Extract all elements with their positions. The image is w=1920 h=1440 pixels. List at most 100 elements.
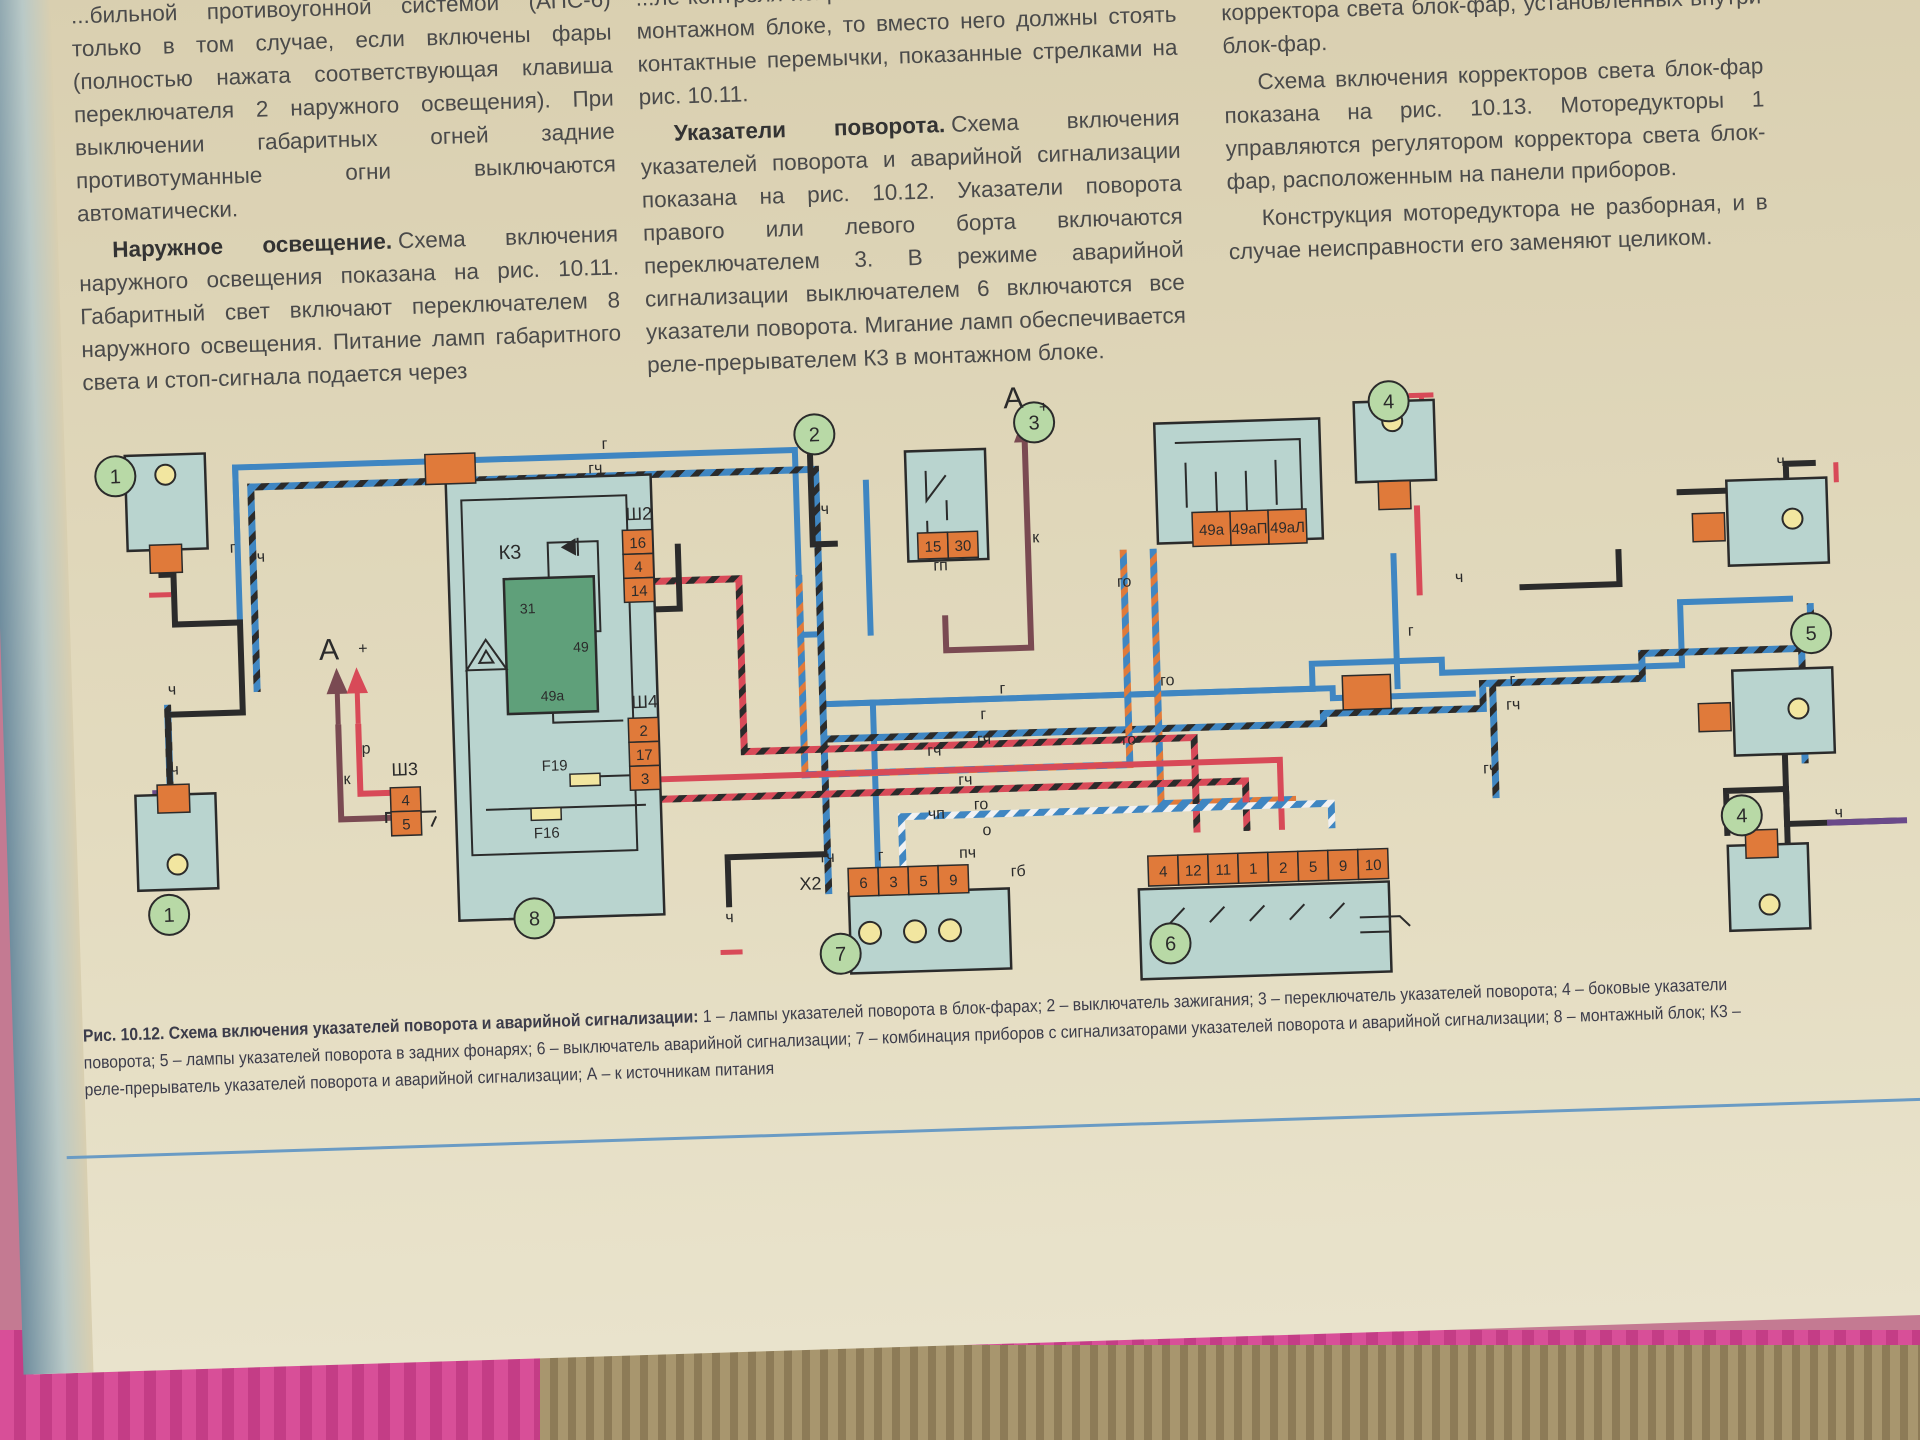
x2-pin-label: 6 — [859, 875, 868, 892]
wire-label: го — [1117, 573, 1132, 590]
bulb-icon — [154, 463, 177, 486]
arrow-up-icon — [346, 667, 369, 694]
wire-label: гч — [820, 849, 835, 866]
ignition-pin — [946, 530, 980, 559]
wire-label: ч — [1455, 569, 1464, 586]
callout-circle — [1720, 794, 1763, 837]
wire-ch — [158, 571, 246, 795]
callout-number: 3 — [1028, 412, 1040, 434]
wire-g — [819, 685, 1476, 708]
wire-violet — [1826, 817, 1908, 826]
callout-circle — [793, 413, 836, 456]
rug-background — [540, 1345, 1920, 1440]
sh2-pin-label: 16 — [629, 535, 646, 553]
callout-number: 2 — [808, 424, 820, 446]
wire-group-brown — [335, 437, 1035, 823]
wire-ch — [806, 444, 838, 548]
x2-pin-label: 3 — [889, 874, 898, 891]
hazard-switch-pin-label: 1 — [1249, 861, 1258, 878]
sh4-pin-label: 2 — [639, 723, 648, 740]
power-label: А — [318, 633, 339, 667]
wire-label: гч — [977, 731, 992, 748]
callout-circle — [148, 893, 191, 936]
bulb-icon — [166, 853, 189, 876]
callout-number: 4 — [1383, 391, 1395, 413]
wire-label: к — [343, 771, 352, 788]
wire-label: г — [601, 436, 608, 453]
relay-name: К3 — [498, 542, 521, 565]
plug-connector — [1377, 479, 1412, 511]
ignition-pin-label: 15 — [924, 538, 941, 556]
turn-switch-pin-label: 49аП — [1231, 520, 1267, 538]
wire-label: гч — [1506, 696, 1521, 713]
wire-label: г — [980, 706, 987, 723]
hazard-switch-pin-label: 9 — [1339, 858, 1348, 875]
wire-gch — [1489, 683, 1500, 799]
callout-number: 6 — [1165, 933, 1177, 955]
wire-label: к — [1032, 529, 1041, 546]
wire-ch — [724, 851, 828, 908]
bulb-icon — [1758, 893, 1781, 916]
wire-label: гч — [251, 549, 266, 566]
wire-label: ч — [820, 501, 829, 518]
terminal-mark — [720, 949, 743, 956]
wire-pch — [645, 777, 1251, 832]
plug-connector — [1697, 701, 1732, 733]
wire-go — [1149, 548, 1297, 808]
wire-label: го — [974, 796, 989, 813]
plug-connector — [1744, 828, 1779, 860]
wire-chp — [648, 575, 1201, 833]
switch-contacts — [385, 438, 1411, 934]
bulb-icon — [1781, 507, 1804, 530]
lamp-bulbs — [154, 410, 1810, 945]
wire-label: г — [999, 680, 1006, 697]
hazard-switch-pin-label: 5 — [1309, 859, 1318, 876]
sh4-pin-label: 17 — [636, 747, 653, 765]
text-column-2: ...ле контроля исправности ламп не устан… — [635, 0, 1187, 386]
paragraph-text: Схема включения указателей поворота и ав… — [640, 104, 1187, 378]
x2-pin-label: 9 — [949, 872, 958, 889]
relay-pin: 49 — [573, 639, 589, 655]
callout-number: 5 — [1805, 623, 1817, 645]
wire-r — [355, 723, 391, 797]
hazard-switch-pin-label: 12 — [1185, 862, 1202, 880]
wire-gch — [820, 739, 833, 895]
wire-k — [335, 724, 392, 823]
sh3-pin — [390, 810, 423, 837]
callout-circle — [819, 932, 862, 975]
turn-switch-pin — [1267, 508, 1308, 545]
callout-number: 1 — [163, 905, 175, 927]
book-page: ...бильной противоугонной системой (АПС-… — [0, 0, 1920, 1375]
plugs — [148, 452, 1779, 860]
caption-divider — [66, 1096, 1920, 1160]
wire-label: г — [877, 847, 884, 864]
hazard-switch-body — [1137, 880, 1393, 981]
wire-label: гч — [588, 460, 603, 477]
paragraph: ...бильной противоугонной системой (АПС-… — [70, 0, 617, 227]
text-column-1: ...бильной противоугонной системой (АПС-… — [70, 0, 622, 403]
plug-connector — [1691, 512, 1726, 543]
hazard-triangle-icon — [464, 637, 509, 672]
wire-k — [942, 437, 1035, 654]
wire-label: гп — [933, 557, 948, 574]
wire-label: г — [1509, 671, 1516, 688]
wire-label: ч — [1782, 786, 1791, 803]
sh4-pin — [628, 764, 662, 792]
wire-group-gch — [164, 465, 1816, 895]
arrow-up-icon — [326, 667, 349, 695]
wire-label: пч — [959, 844, 977, 862]
sh3-pin-label: 4 — [401, 792, 410, 809]
ignition-pin-label: 30 — [954, 537, 971, 555]
wire-label: гч — [1483, 760, 1498, 777]
plug-connector — [148, 543, 184, 575]
connector-sh2-label: Ш2 — [625, 503, 652, 524]
wire-ch — [1519, 549, 1623, 591]
fuse-f16 — [530, 806, 563, 822]
wire-label: гб — [1010, 863, 1026, 880]
sh2-pin — [623, 576, 656, 604]
wire-label: ч — [1776, 453, 1785, 470]
callout-number: 7 — [835, 944, 847, 966]
wire-red-ch — [1413, 505, 1423, 596]
power-label: А — [1003, 382, 1024, 416]
